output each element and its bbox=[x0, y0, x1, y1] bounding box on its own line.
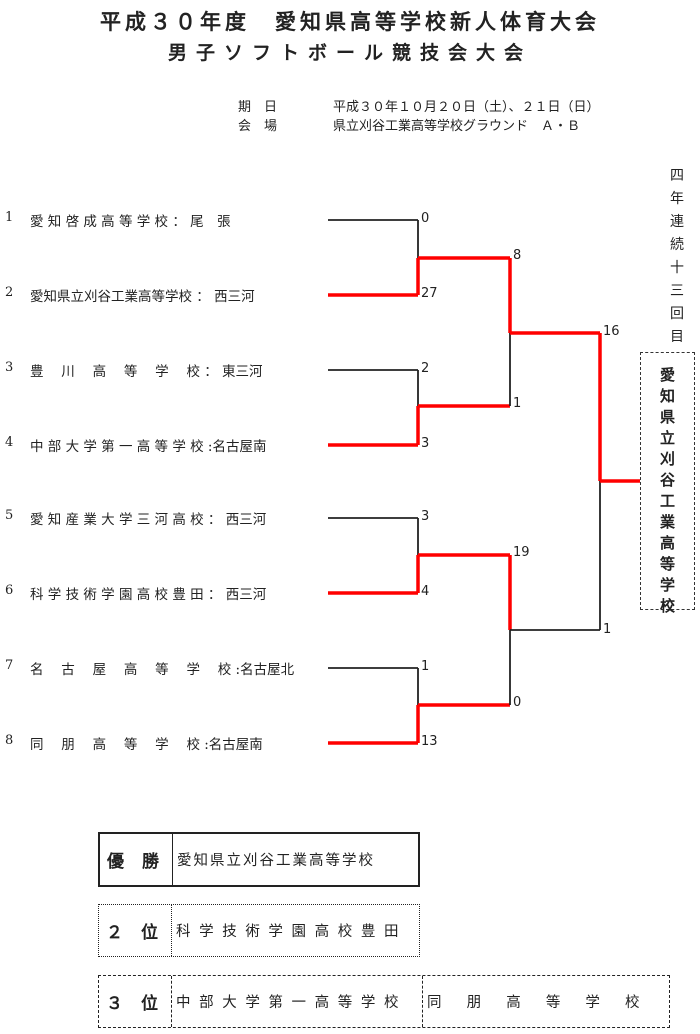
team-number: 6 bbox=[5, 583, 14, 598]
venue-label: 会 場 bbox=[238, 119, 278, 134]
team-name: 科 学 技 術 学 園 高 校 豊 田 ： 西三河 bbox=[30, 587, 267, 603]
round1-score: 3 bbox=[421, 509, 430, 524]
team-name: 同 朋 高 等 学 校 :名古屋南 bbox=[30, 737, 263, 753]
round1-score: 13 bbox=[421, 734, 438, 749]
first-place-label: 優 勝 bbox=[100, 834, 173, 885]
round2-score: 19 bbox=[513, 545, 530, 560]
first-place-row: 優 勝 愛知県立刈谷工業高等学校 bbox=[98, 832, 420, 887]
second-place-label: ２ 位 bbox=[99, 905, 172, 956]
round1-score: 4 bbox=[421, 584, 430, 599]
second-place-row: ２ 位 科 学 技 術 学 園 高 校 豊 田 bbox=[98, 904, 420, 957]
third-place-team-b: 同 朋 高 等 学 校 bbox=[427, 995, 642, 1011]
semi-score: 1 bbox=[603, 622, 612, 637]
champion-box: 愛知県立刈谷工業高等学校 bbox=[640, 352, 695, 615]
third-place-team-a: 中 部 大 学 第 一 高 等 学 校 bbox=[172, 976, 423, 1027]
team-name: 中 部 大 学 第 一 高 等 学 校 :名古屋南 bbox=[30, 439, 267, 455]
round2-score: 1 bbox=[513, 396, 522, 411]
team-number: 5 bbox=[5, 508, 14, 523]
round1-score: 27 bbox=[421, 286, 438, 301]
team-number: 2 bbox=[5, 285, 14, 300]
date-label: 期 日 bbox=[238, 100, 278, 115]
page-title: 平成３０年度 愛知県高等学校新人体育大会 bbox=[100, 10, 600, 34]
first-place-team: 愛知県立刈谷工業高等学校 bbox=[177, 853, 375, 869]
streak-note: 四年連続十三回目 bbox=[670, 168, 684, 345]
venue-value: 県立刈谷工業高等学校グラウンド Ａ・Ｂ bbox=[333, 119, 581, 134]
round1-score: 1 bbox=[421, 659, 430, 674]
third-place-label: ３ 位 bbox=[99, 976, 172, 1027]
round1-score: 2 bbox=[421, 361, 430, 376]
bracket-lines bbox=[328, 219, 640, 745]
second-place-team: 科 学 技 術 学 園 高 校 豊 田 bbox=[176, 924, 401, 940]
semi-score: 16 bbox=[603, 324, 620, 339]
team-name: 名 古 屋 高 等 学 校 :名古屋北 bbox=[30, 662, 295, 678]
team-number: 1 bbox=[5, 210, 14, 225]
page-subtitle: 男子ソフトボール競技会大会 bbox=[167, 42, 532, 64]
date-value: 平成３０年１０月２０日（土）、２１日（日） bbox=[333, 100, 600, 115]
round1-score: 3 bbox=[421, 436, 430, 451]
round2-score: 8 bbox=[513, 248, 522, 263]
team-number: 4 bbox=[5, 435, 14, 450]
round2-score: 0 bbox=[513, 695, 522, 710]
team-number: 3 bbox=[5, 360, 14, 375]
team-name: 愛 知 啓 成 高 等 学 校 ： 尾 張 bbox=[30, 214, 231, 230]
team-number: 8 bbox=[5, 733, 14, 748]
team-name: 豊 川 高 等 学 校 ： 東三河 bbox=[30, 364, 263, 380]
team-name: 愛知県立刈谷工業高等学校 ： 西三河 bbox=[30, 289, 255, 305]
third-place-row: ３ 位 中 部 大 学 第 一 高 等 学 校 同 朋 高 等 学 校 bbox=[98, 975, 670, 1028]
champion-name: 愛知県立刈谷工業高等学校 bbox=[659, 366, 675, 615]
team-number: 7 bbox=[5, 658, 14, 673]
round1-score: 0 bbox=[421, 211, 430, 226]
team-name: 愛 知 産 業 大 学 三 河 高 校 ： 西三河 bbox=[30, 512, 267, 528]
